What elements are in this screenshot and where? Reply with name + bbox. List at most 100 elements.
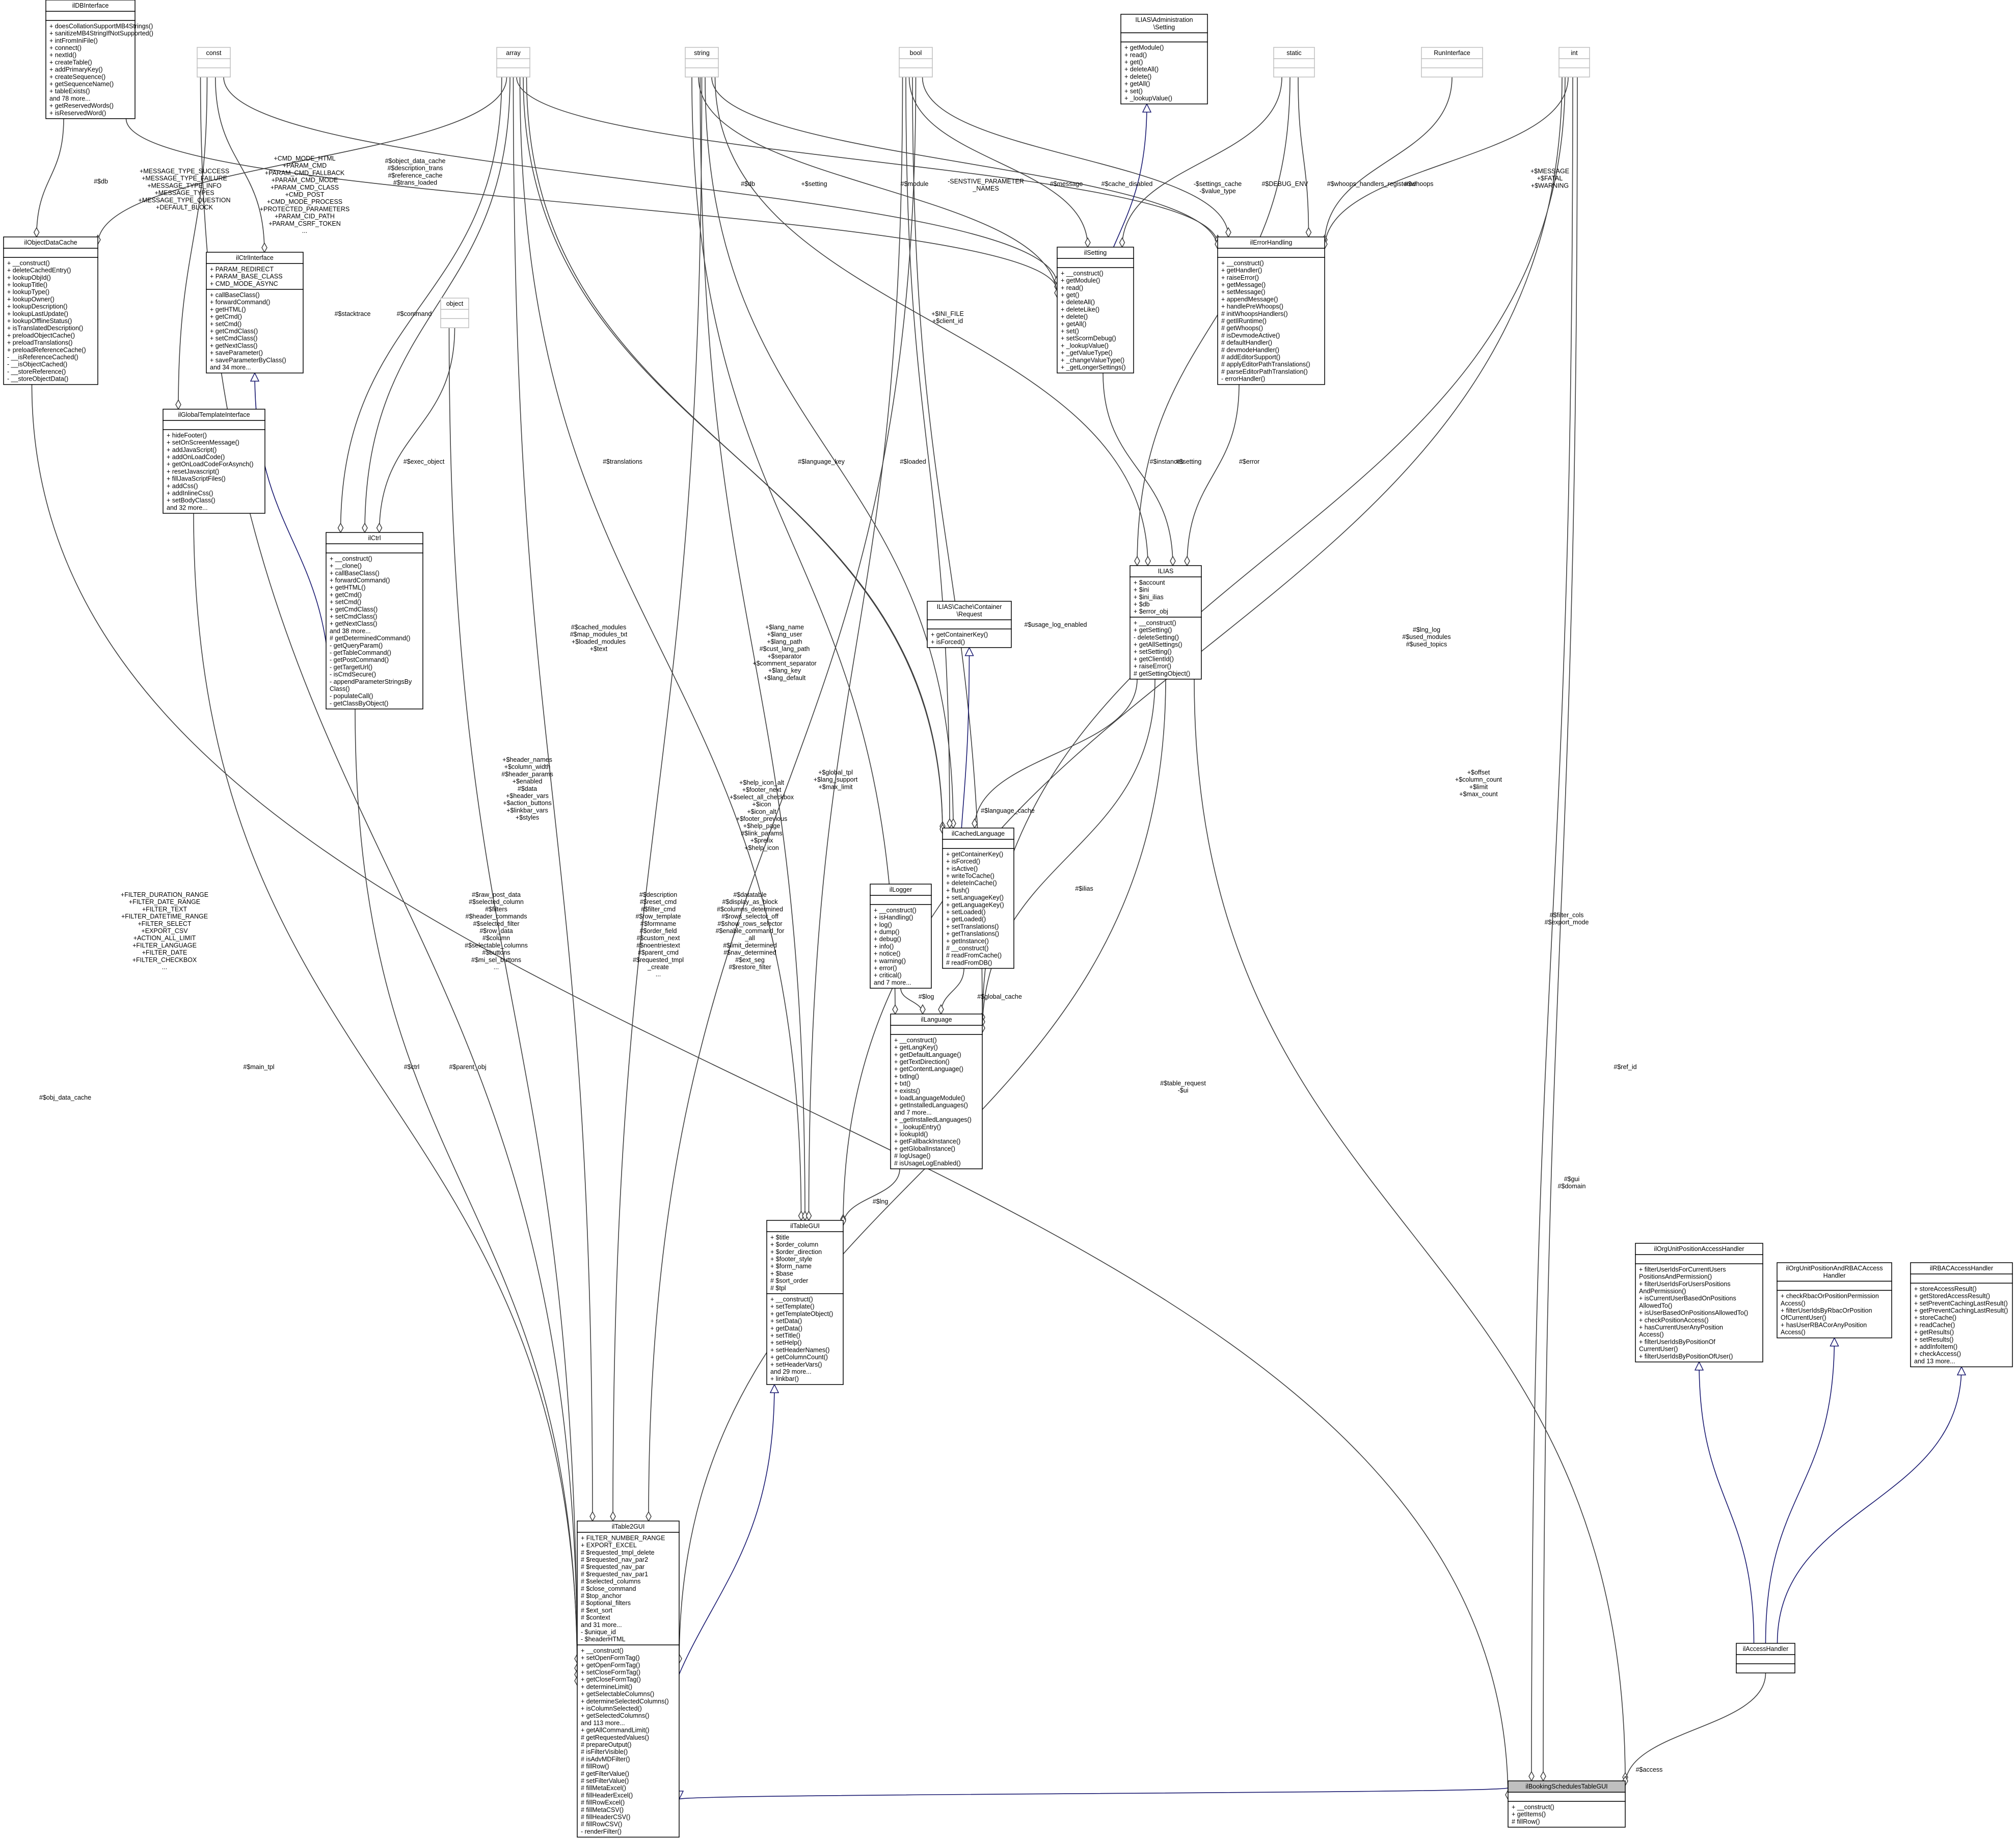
edge-label-line: +MESSAGE_TYPE_FAILURE [142, 175, 227, 182]
class-operation: + addJavaScript() [167, 446, 217, 454]
edge-label-line: +$global_tpl [818, 769, 853, 776]
class-operation: + writeToCache() [946, 872, 994, 879]
edge-label-line: -SENSTIVE_PARAMETER [948, 178, 1024, 185]
class-node-il-dbinterface[interactable]: ilDBInterface+ doesCollationSupportMB4St… [45, 0, 153, 119]
edge-label-line: +$footer_previous [736, 815, 787, 822]
edge-label: #$table_request-$ui [1160, 1080, 1206, 1094]
class-node-il-cached-language[interactable]: ilCachedLanguage+ getContainerKey()+ isF… [942, 828, 1014, 969]
class-operation: # getDeterminedCommand() [330, 635, 410, 642]
class-attribute: # $close_command [581, 1585, 636, 1592]
class-attribute: - $unique_id [581, 1629, 616, 1636]
association-edge [975, 679, 1138, 828]
class-node-string[interactable]: string [685, 47, 719, 77]
edge-label-line: #$header_params [501, 770, 553, 778]
class-node-il-logger[interactable]: ilLogger+ __construct()+ isHandling()+ l… [870, 884, 932, 989]
class-node-il-org-unit-position-access-handler[interactable]: ilOrgUnitPositionAccessHandler+ filterUs… [1635, 1243, 1763, 1363]
class-name: string [694, 49, 710, 57]
edge-label-line: #$columns_determined [717, 905, 783, 913]
class-node-const[interactable]: const [197, 47, 231, 77]
class-operation: + setLanguageKey() [946, 894, 1004, 901]
class-node-il-setting[interactable]: ilSetting+ __construct()+ getModule()+ r… [1057, 247, 1134, 374]
class-node-il-access-handler[interactable]: ilAccessHandler [1736, 1643, 1795, 1673]
class-operation: - __storeReference() [7, 368, 66, 375]
class-attribute: + $db [1134, 601, 1150, 608]
edge-label-line: +FILTER_DATE [142, 949, 187, 956]
class-node-il-language[interactable]: ilLanguage+ __construct()+ getLangKey()+… [890, 1014, 983, 1169]
class-attributes-box [326, 543, 423, 553]
edge-label: #$cache_disabled [1101, 180, 1153, 188]
edge-labels-layer: #$db+MESSAGE_TYPE_SUCCESS+MESSAGE_TYPE_F… [39, 155, 1663, 1773]
edge-label-line: #$reference_cache [388, 172, 442, 179]
class-name: ilErrorHandling [1250, 239, 1293, 246]
edge-label: +$help_icon_alt+$footer_next+$select_all… [730, 779, 794, 851]
class-operations-box [440, 318, 469, 328]
class-node-bool[interactable]: bool [899, 47, 933, 77]
class-operations-box [927, 628, 1012, 648]
class-operation: + getCloseFormTag() [581, 1676, 641, 1683]
nodes-layer: ilDBInterface+ doesCollationSupportMB4St… [3, 0, 2013, 1838]
class-operations-box [577, 1644, 680, 1838]
class-operation: # isDevmodeActive() [1221, 332, 1280, 339]
class-operation: + checkPositionAccess() [1639, 1317, 1709, 1324]
edge-label-line: #$ctrl [404, 1063, 420, 1071]
class-node-il-object-data-cache[interactable]: ilObjectDataCache+ __construct()+ delete… [3, 236, 98, 385]
class-operation: + isUserBasedOnPositionsAllowedTo() [1639, 1310, 1748, 1317]
association-edge [843, 1168, 900, 1225]
class-operation: + loadLanguageModule() [894, 1095, 965, 1102]
edge-label-line: #$reset_cmd [640, 898, 677, 905]
class-node-il-global-template-interface[interactable]: ilGlobalTemplateInterface+ hideFooter()+… [163, 409, 265, 514]
class-operation: + getModule() [1061, 277, 1100, 284]
edge-label-line: #$selected_column [469, 898, 524, 905]
edge-label-line: #$usage_log_enabled [1024, 621, 1087, 628]
class-operation: + addPrimaryKey() [49, 66, 103, 73]
edge-label: #$main_tpl [243, 1063, 274, 1071]
edge-label: +$header_names+$column_width#$header_par… [501, 756, 553, 821]
edge-label-line: ... [162, 964, 167, 971]
class-operation: + info() [874, 943, 894, 950]
class-operation: + exists() [894, 1087, 920, 1095]
edge-label-line: #$row_template [636, 913, 681, 920]
class-operation: - getTargetUrl() [330, 663, 372, 671]
class-node-il-table-gui[interactable]: ilTableGUI+ $title+ $order_column+ $orde… [766, 1220, 844, 1385]
edge-label-line: +$limit [1469, 783, 1488, 790]
class-node-il-ctrl-interface[interactable]: ilCtrlInterface+ PARAM_REDIRECT+ PARAM_B… [206, 252, 304, 374]
class-attributes-box [1057, 258, 1134, 268]
class-operation: + saveParameter() [210, 350, 263, 357]
class-node-static[interactable]: static [1273, 47, 1315, 77]
class-node-il-rbacaccess-handler[interactable]: ilRBACAccessHandler+ storeAccessResult()… [1910, 1262, 2013, 1368]
class-attribute: + FILTER_NUMBER_RANGE [581, 1534, 665, 1541]
class-node-iliascache-request[interactable]: ILIAS\Cache\Container\Request+ getContai… [927, 601, 1012, 648]
class-operation: + __construct() [770, 1296, 813, 1303]
class-name: ILIAS\Cache\Container [937, 603, 1002, 610]
edge-label-line: +FILTER_DATETIME_RANGE [121, 913, 208, 920]
class-node-il-booking-schedules-table-gui[interactable]: ilBookingSchedulesTableGUI+ __construct(… [1508, 1780, 1626, 1828]
edge-label-line: +$footer_next [742, 786, 782, 793]
class-node-ilias[interactable]: ILIAS+ $account+ $ini+ $ini_ilias+ $db+ … [1130, 565, 1202, 680]
edge-label-line: ... [494, 964, 499, 971]
class-node-iliasadmin-setting[interactable]: ILIAS\Administration\Setting+ getModule(… [1120, 14, 1208, 104]
class-node-array[interactable]: array [496, 47, 530, 77]
class-operation: + readCache() [1914, 1321, 1955, 1328]
class-node-int[interactable]: int [1558, 47, 1590, 77]
class-node-il-ctrl[interactable]: ilCtrl+ __construct()+ __clone()+ callBa… [326, 532, 423, 710]
class-operation: + lookupId() [894, 1131, 928, 1138]
class-operation: + callBaseClass() [210, 291, 260, 299]
edge-label-line: #$db [741, 180, 755, 188]
class-node-object[interactable]: object [440, 298, 469, 328]
edge-label-line: +FILTER_DATE_RANGE [129, 898, 200, 905]
class-operation: # __construct() [946, 945, 988, 952]
edge-label: #$whoops [1405, 180, 1434, 188]
edge-label-line: +PARAM_CID_PATH [275, 213, 335, 220]
class-node-il-error-handling[interactable]: ilErrorHandling+ __construct()+ getHandl… [1217, 236, 1325, 385]
class-operation: + setHeaderNames() [770, 1346, 829, 1353]
class-node-run-interface[interactable]: RunInterface [1421, 47, 1483, 77]
class-attribute: # $selected_columns [581, 1578, 640, 1585]
class-operation: + warning() [874, 957, 906, 965]
class-operation: + isCurrentUserBasedOnPositions [1639, 1295, 1736, 1302]
class-operation: + lookupOfflineStatus() [7, 317, 72, 325]
class-attribute: # $requested_tmpl_delete [581, 1549, 655, 1556]
class-operation: - __storeObjectData() [7, 376, 68, 383]
class-node-il-table2-gui[interactable]: ilTable2GUI+ FILTER_NUMBER_RANGE+ EXPORT… [577, 1521, 680, 1838]
class-operation: # addEditorSupport() [1221, 354, 1280, 361]
